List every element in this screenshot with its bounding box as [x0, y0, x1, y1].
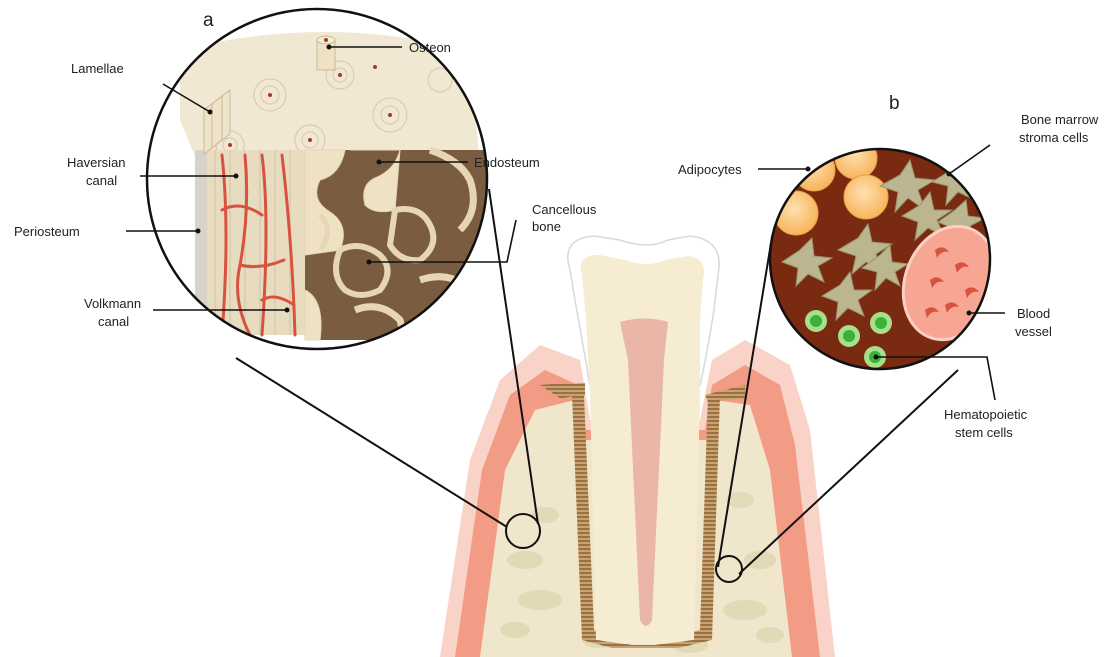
osteon-label: Osteon	[409, 40, 451, 55]
panel-b-label: b	[889, 93, 900, 114]
tooth-and-jaw-illustration	[440, 236, 835, 657]
stroma-cells-label-1: Bone marrow	[1021, 112, 1099, 127]
blood-vessel-label-1: Blood	[1017, 306, 1050, 321]
haversian-canal-label-2: canal	[86, 173, 117, 188]
cancellous-bone-label-1: Cancellous	[532, 202, 597, 217]
stem-cells-label-2: stem cells	[955, 425, 1013, 440]
haversian-canal-label-1: Haversian	[67, 155, 126, 170]
osteon-cylinder	[317, 36, 335, 70]
volkmann-canal-label-1: Volkmann	[84, 296, 141, 311]
stroma-cells-label-2: stroma cells	[1019, 130, 1089, 145]
periosteum-label: Periosteum	[14, 224, 80, 239]
panel-a-label: a	[203, 10, 214, 31]
volkmann-canal-label-2: canal	[98, 314, 129, 329]
endosteum-label: Endosteum	[474, 155, 540, 170]
lamellae-label: Lamellae	[71, 61, 124, 76]
blood-vessel-label-2: vessel	[1015, 324, 1052, 339]
zoom-circle-a-small	[506, 514, 540, 548]
panel-a: a Lamellae Osteon Haversian canal Endost…	[14, 8, 597, 350]
adipocytes-label: Adipocytes	[678, 162, 742, 177]
cancellous-bone-label-2: bone	[532, 219, 561, 234]
stem-cells-label-1: Hematopoietic	[944, 407, 1028, 422]
